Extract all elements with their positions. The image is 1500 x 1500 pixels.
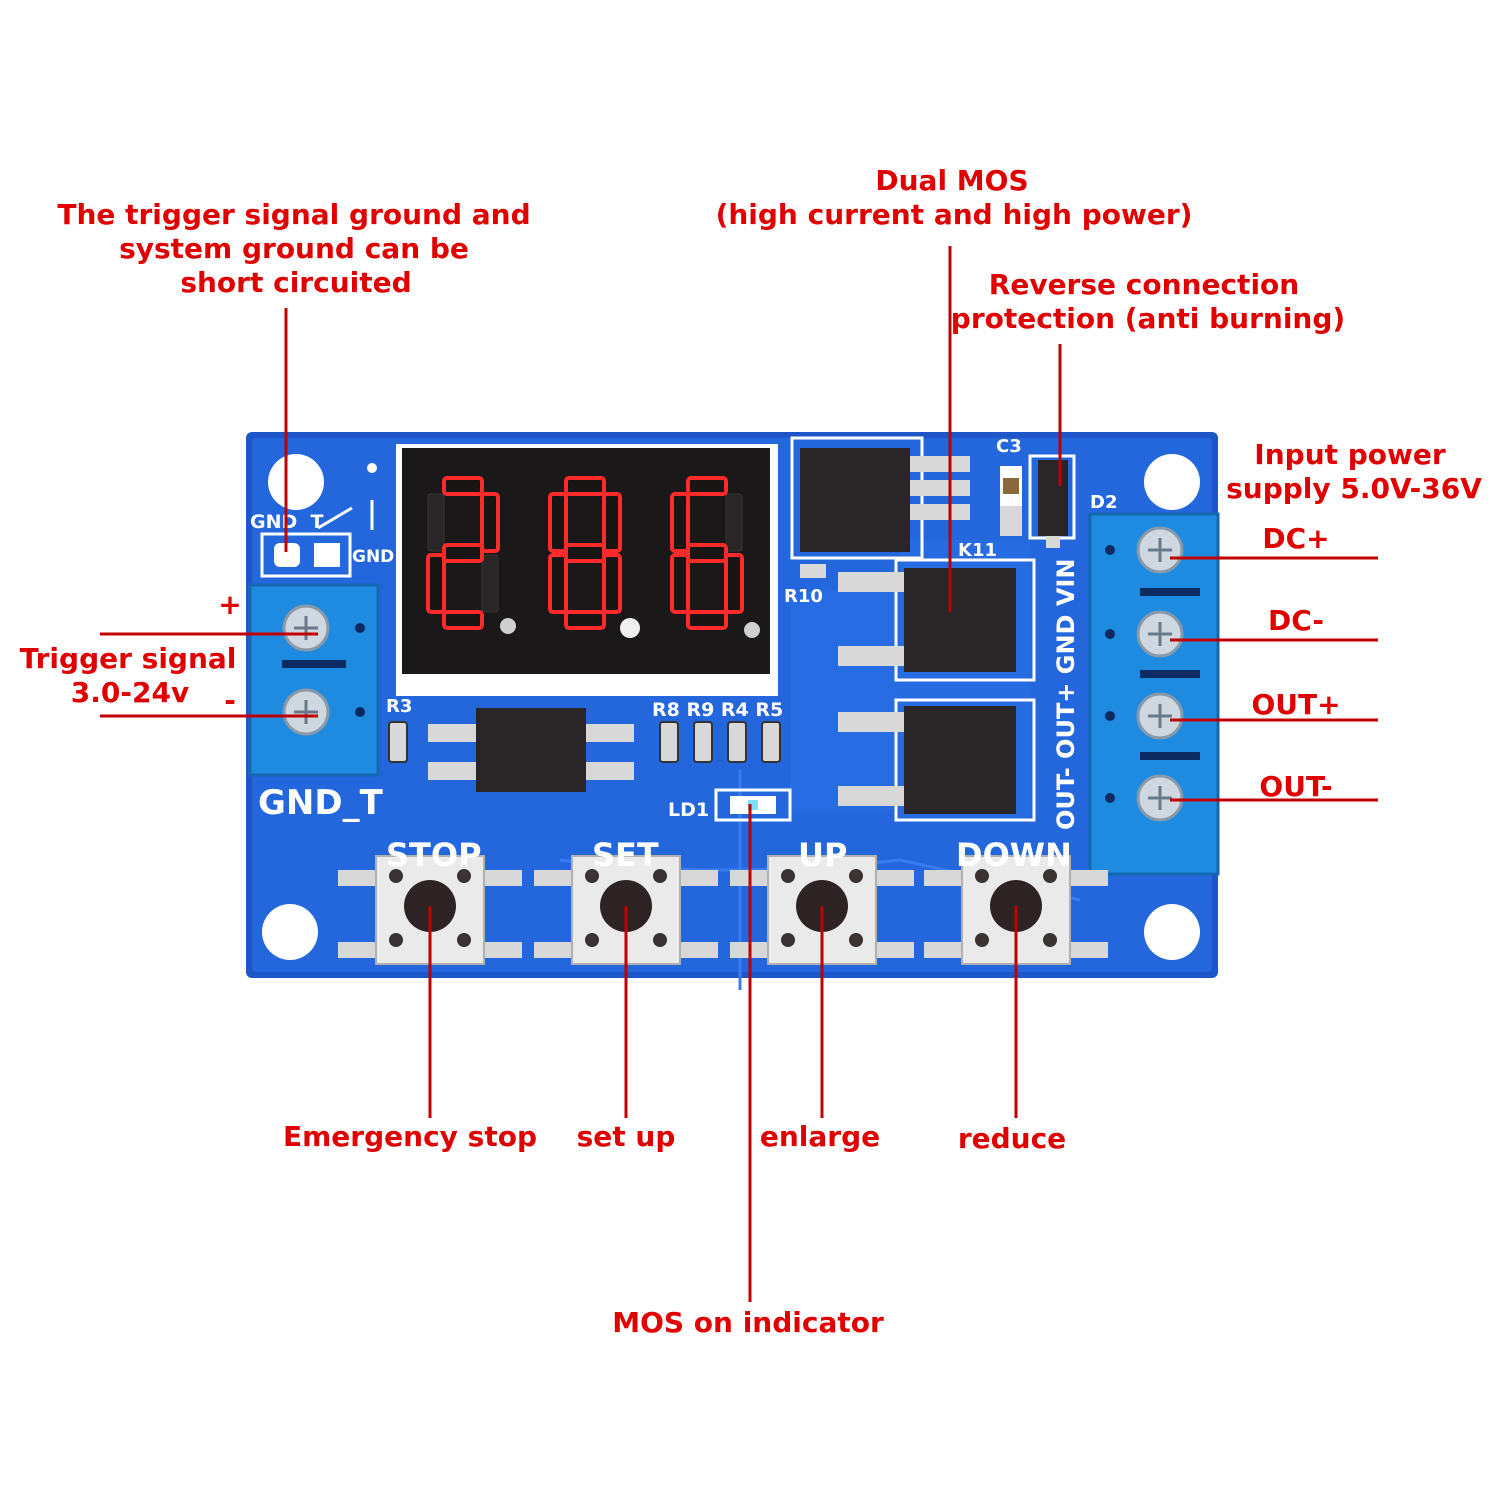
callout-reverse-protection-line-2: protection (anti burning) bbox=[951, 302, 1345, 335]
seven-segment-display bbox=[396, 444, 778, 696]
silk-ld1: LD1 bbox=[668, 799, 709, 821]
trigger-terminal-block bbox=[248, 583, 380, 777]
power-terminal-block bbox=[1088, 512, 1220, 876]
silk-r8-r9-r4-r5: R8 R9 R4 R5 bbox=[652, 699, 783, 721]
callout-mos-indicator: MOS on indicator bbox=[612, 1306, 884, 1339]
display-segment bbox=[670, 492, 690, 553]
silk-k11: K11 bbox=[958, 540, 997, 561]
display-segment bbox=[480, 492, 500, 553]
callout-set-up: set up bbox=[577, 1120, 676, 1153]
silk-set: SET bbox=[592, 836, 659, 874]
callout-emergency-stop: Emergency stop bbox=[283, 1120, 537, 1153]
display-segment bbox=[564, 476, 606, 496]
display-dot bbox=[500, 618, 516, 634]
callout-dc-minus: DC- bbox=[1268, 604, 1324, 637]
callout-out-plus: OUT+ bbox=[1251, 688, 1340, 721]
terminal-screw bbox=[1105, 774, 1184, 822]
silk-down: DOWN bbox=[956, 836, 1072, 874]
mounting-hole bbox=[1144, 454, 1200, 510]
display-digit bbox=[426, 476, 500, 630]
silk-gnd: GND bbox=[352, 547, 394, 567]
display-segment bbox=[686, 543, 728, 563]
callout-input-power-line-2: supply 5.0V-36V bbox=[1226, 472, 1482, 505]
display-segment bbox=[686, 476, 728, 496]
mounting-hole bbox=[1144, 904, 1200, 960]
display-segment bbox=[442, 476, 484, 496]
callout-out-minus: OUT- bbox=[1259, 770, 1332, 803]
callout-dc-plus: DC+ bbox=[1262, 522, 1329, 555]
display-segment bbox=[442, 610, 484, 630]
display-segment bbox=[686, 610, 728, 630]
callout-trigger-signal-line-1: Trigger signal bbox=[20, 642, 237, 675]
display-segment bbox=[426, 553, 446, 614]
terminal-screw bbox=[1105, 692, 1184, 740]
leader-lines bbox=[100, 246, 1378, 1302]
callout-trigger-plus: + bbox=[218, 588, 241, 621]
mounting-hole bbox=[262, 904, 318, 960]
callout-trigger-minus: - bbox=[224, 684, 236, 717]
silk-r3: R3 bbox=[386, 696, 412, 717]
callout-trigger-signal-line-2: 3.0-24v bbox=[71, 676, 189, 709]
components bbox=[388, 436, 1076, 822]
display-digit bbox=[670, 476, 744, 630]
silk-up: UP bbox=[798, 836, 847, 874]
callout-trigger-ground-line-1: The trigger signal ground and bbox=[57, 198, 530, 231]
callout-reverse-protection-line-1: Reverse connection bbox=[989, 268, 1299, 301]
callout-trigger-ground-line-3: short circuited bbox=[180, 266, 411, 299]
display-segment bbox=[564, 610, 606, 630]
display-segment bbox=[442, 543, 484, 563]
silk-r10: R10 bbox=[784, 586, 823, 607]
display-segment bbox=[724, 553, 744, 614]
display-dot bbox=[744, 622, 760, 638]
callout-input-power-line-1: Input power bbox=[1254, 438, 1446, 471]
display-segment bbox=[427, 493, 445, 552]
display-segment bbox=[481, 554, 499, 613]
callout-enlarge: enlarge bbox=[760, 1120, 880, 1153]
display-segment bbox=[564, 543, 606, 563]
silk-gnd-t: GND_T bbox=[258, 783, 384, 823]
silk-terminal-labels: OUT- OUT+ GND VIN bbox=[1052, 559, 1080, 830]
display-segment bbox=[548, 492, 568, 553]
terminal-screw bbox=[1105, 526, 1184, 574]
display-dot bbox=[620, 618, 640, 638]
display-segment bbox=[602, 492, 622, 553]
mounting-hole bbox=[268, 454, 324, 510]
display-segment bbox=[670, 553, 690, 614]
callout-dual-mos-line-1: Dual MOS bbox=[875, 164, 1028, 197]
display-segment bbox=[548, 553, 568, 614]
callout-trigger-ground-line-2: system ground can be bbox=[119, 232, 469, 265]
gnd-t-jumper bbox=[260, 463, 377, 578]
silk-stop: STOP bbox=[386, 836, 482, 874]
terminal-screw bbox=[1105, 610, 1184, 658]
callout-reduce: reduce bbox=[958, 1122, 1066, 1155]
display-segment bbox=[602, 553, 622, 614]
silk-d2: D2 bbox=[1090, 492, 1117, 513]
display-digit bbox=[548, 476, 622, 630]
callout-dual-mos-line-2: (high current and high power) bbox=[716, 198, 1193, 231]
stop-button bbox=[338, 855, 522, 965]
silk-c3: C3 bbox=[996, 436, 1022, 457]
display-segment bbox=[725, 493, 743, 552]
